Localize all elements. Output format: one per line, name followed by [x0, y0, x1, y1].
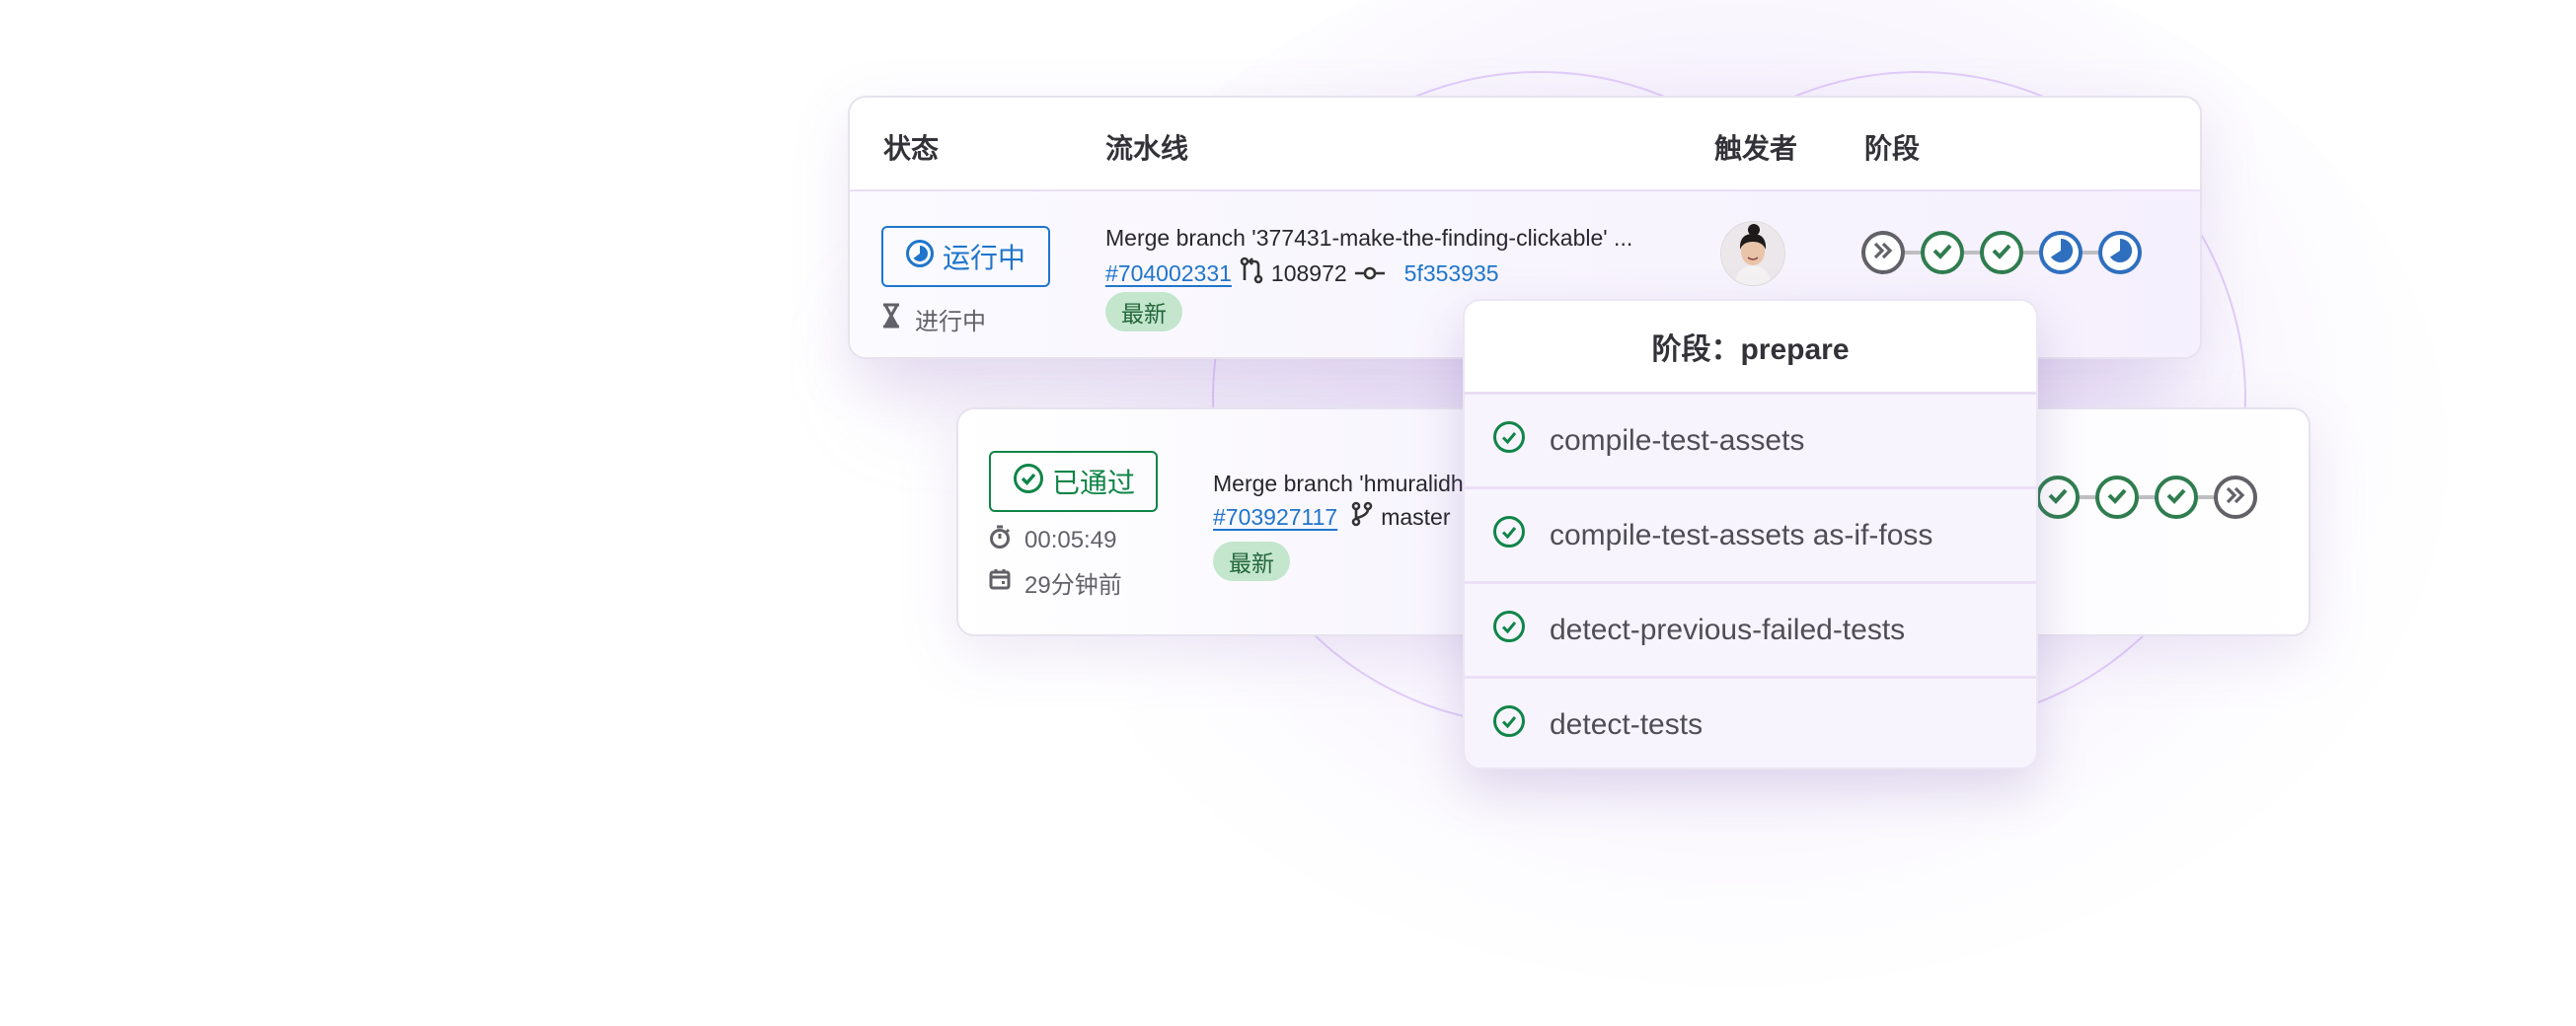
merge-request-icon	[1240, 256, 1263, 290]
header-stages: 阶段	[1864, 133, 1921, 164]
status-badge-label: 运行中	[943, 243, 1026, 273]
status-meta: 进行中	[881, 302, 986, 336]
job-item[interactable]: detect-previous-failed-tests	[1465, 584, 2036, 679]
stage-connector	[2139, 495, 2155, 499]
pipeline-refs: #704002331 108972 5f353935	[1105, 256, 1499, 290]
status-badge-label: 已通过	[1052, 468, 1136, 498]
stage-connector	[1905, 251, 1921, 255]
stage-connector	[2198, 495, 2214, 499]
status-badge-running[interactable]: 运行中	[881, 226, 1050, 287]
table-header: 状态 流水线 触发者 阶段	[850, 98, 2200, 191]
stage-running[interactable]	[2098, 231, 2142, 274]
stage-success[interactable]	[2036, 476, 2080, 519]
running-icon	[905, 239, 935, 275]
double-chevron-right-icon	[2225, 486, 2246, 509]
header-status: 状态	[883, 133, 940, 164]
job-name: compile-test-assets as-if-foss	[1550, 518, 1933, 551]
stage-running[interactable]	[2039, 231, 2083, 274]
latest-badge: 最新	[1105, 292, 1182, 331]
check-circle-icon	[1492, 704, 1526, 746]
dropdown-title: 阶段：prepare	[1465, 301, 2036, 395]
stage-success[interactable]	[2095, 476, 2139, 519]
duration-text: 00:05:49	[1024, 526, 1117, 553]
header-triggerer: 触发者	[1714, 133, 1798, 164]
running-icon	[2046, 236, 2076, 270]
stage-connector	[1964, 251, 1980, 255]
user-avatar[interactable]	[1720, 221, 1785, 286]
status-meta-text: 进行中	[915, 309, 986, 335]
pipeline-id-link[interactable]: #704002331	[1105, 259, 1232, 286]
status-badge-passed[interactable]: 已通过	[989, 451, 1158, 512]
pipeline-title[interactable]: Merge branch 'hmuralidh	[1213, 471, 1464, 496]
check-circle-icon	[1492, 420, 1526, 462]
stage-dropdown: 阶段：prepare compile-test-assets compile-t…	[1463, 299, 2038, 770]
job-name: detect-tests	[1550, 707, 1704, 741]
stage-connector	[2080, 495, 2095, 499]
check-icon	[2106, 486, 2128, 509]
stage-graph	[1861, 231, 2142, 274]
stage-graph	[2036, 476, 2257, 519]
check-icon	[1991, 242, 2012, 264]
check-icon	[2047, 486, 2069, 509]
check-circle-icon	[1492, 515, 1526, 556]
pipeline-title[interactable]: Merge branch '377431-make-the-finding-cl…	[1105, 225, 1633, 251]
job-name: compile-test-assets	[1550, 423, 1805, 457]
job-name: detect-previous-failed-tests	[1550, 613, 1906, 646]
header-pipeline: 流水线	[1105, 133, 1189, 164]
pipeline-id-link[interactable]: #703927117	[1213, 503, 1338, 530]
stage-success[interactable]	[2155, 476, 2198, 519]
job-item[interactable]: compile-test-assets	[1465, 395, 2036, 489]
stage-skipped[interactable]	[2214, 476, 2257, 519]
check-circle-icon	[1013, 463, 1044, 501]
stage-success[interactable]	[1980, 231, 2023, 274]
double-chevron-right-icon	[1872, 242, 1894, 264]
duration: 00:05:49	[989, 525, 1116, 555]
stage-connector	[2023, 251, 2039, 255]
job-item[interactable]: detect-tests	[1465, 679, 2036, 768]
running-icon	[2105, 236, 2135, 270]
check-icon	[1932, 242, 1953, 264]
branch-icon	[1351, 501, 1373, 533]
branch-name[interactable]: master	[1381, 503, 1451, 530]
finished-time: 29分钟前	[989, 565, 1122, 600]
check-circle-icon	[1492, 610, 1526, 651]
hourglass-icon	[881, 303, 901, 335]
stage-success[interactable]	[1921, 231, 1964, 274]
check-icon	[2165, 486, 2187, 509]
pipeline-refs: #703927117 master	[1213, 501, 1451, 533]
job-item[interactable]: compile-test-assets as-if-foss	[1465, 489, 2036, 584]
commit-icon	[1354, 260, 1385, 287]
stage-connector	[2083, 251, 2098, 255]
latest-badge: 最新	[1213, 542, 1290, 581]
commit-sha-link[interactable]: 5f353935	[1403, 259, 1499, 286]
finished-time-text: 29分钟前	[1024, 572, 1122, 599]
merge-request-number[interactable]: 108972	[1270, 259, 1347, 286]
calendar-icon	[989, 568, 1011, 597]
timer-icon	[989, 525, 1011, 555]
stage-skipped[interactable]	[1861, 231, 1905, 274]
